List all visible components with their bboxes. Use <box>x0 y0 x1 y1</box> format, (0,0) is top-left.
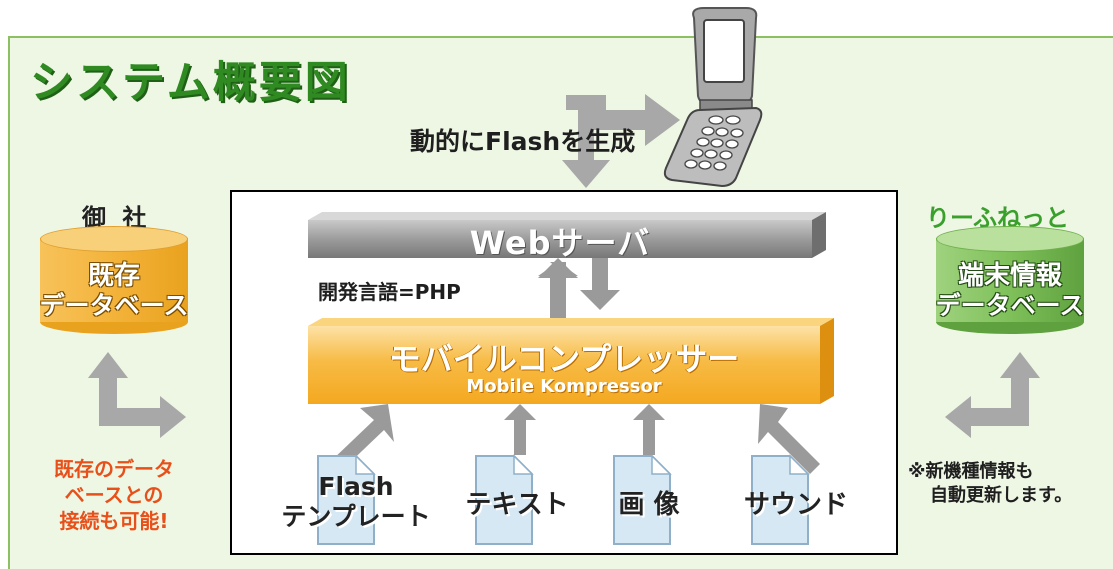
server-compressor-arrows <box>538 256 620 318</box>
document-icon <box>751 454 810 545</box>
document-icon <box>613 454 672 545</box>
mobile-phone-icon <box>663 7 763 188</box>
diagram-title: システム概要図 <box>30 58 351 108</box>
right-note: ※新機種情報も 自動更新します。 <box>908 460 1072 509</box>
existing-db-line2: データベース <box>39 290 189 320</box>
left-note-line1: 既存のデータ <box>54 457 174 481</box>
input-sound: サウンド <box>743 490 848 520</box>
input-flash-line2: テンプレート <box>281 502 431 531</box>
web-server-bar-shape <box>308 212 826 258</box>
left-note-line3: 接続も可能! <box>59 509 169 533</box>
input-arrows <box>330 404 820 474</box>
input-flash-template: Flash テンプレート <box>266 472 446 532</box>
web-server-label: Webサーバ <box>469 224 651 262</box>
compressor-label: モバイルコンプレッサー <box>388 340 740 378</box>
input-flash-line1: Flash <box>318 472 394 501</box>
left-connector-arrow <box>88 352 186 438</box>
left-note-line2: ベースとの <box>64 483 164 507</box>
left-note: 既存のデータ ベースとの 接続も可能! <box>40 456 188 534</box>
input-text: テキスト <box>465 490 569 520</box>
right-note-line1: ※新機種情報も <box>908 461 1034 482</box>
document-icon <box>317 454 376 545</box>
existing-database: 既存 データベース <box>40 226 188 334</box>
device-db-line1: 端末情報 <box>957 261 1062 291</box>
compressor-bar: モバイルコンプレッサー Mobile Kompressor <box>308 318 836 404</box>
right-connector-arrow <box>945 352 1040 438</box>
phone-caption: 動的にFlashを生成 <box>410 127 636 156</box>
existing-db-line1: 既存 <box>87 261 140 291</box>
compressor-bar-shape <box>308 318 834 404</box>
input-image: 画 像 <box>618 490 680 520</box>
dev-language: 開発言語=PHP <box>318 280 461 304</box>
web-server-bar: Webサーバ <box>308 212 828 262</box>
compressor-sublabel: Mobile Kompressor <box>466 376 662 397</box>
phone-server-arrow <box>562 94 680 188</box>
right-note-line2: 自動更新します。 <box>930 485 1073 507</box>
document-icon <box>475 454 534 545</box>
device-db-line2: データベース <box>935 290 1085 320</box>
device-info-database: 端末情報 データベース <box>936 226 1084 334</box>
